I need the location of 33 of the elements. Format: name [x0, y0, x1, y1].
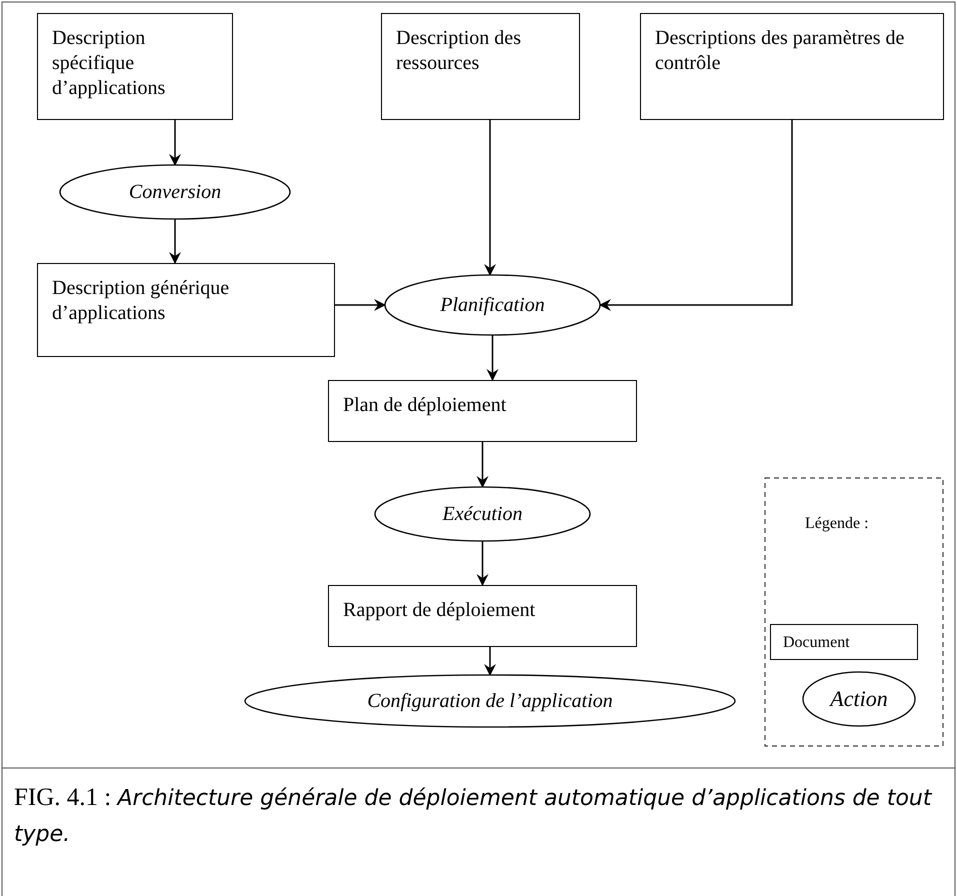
- document-label: Description des ressources: [396, 27, 521, 74]
- arrow: [476, 541, 488, 586]
- arrow: [169, 219, 181, 264]
- legend-label: Action: [830, 685, 888, 713]
- action-label: Configuration de l’application: [367, 688, 613, 714]
- action-label: Exécution: [442, 502, 522, 526]
- arrow: [476, 442, 488, 488]
- document-box: [328, 585, 637, 647]
- document-box: [640, 13, 944, 120]
- arrow: [484, 647, 496, 676]
- document-box: [37, 13, 233, 120]
- arrow: [335, 299, 386, 311]
- document-box: [381, 13, 580, 120]
- arrow: [169, 120, 181, 166]
- figure-caption: FIG. 4.1 : Architecture générale de déploiement automatique d’applications de tout type.: [14, 783, 934, 850]
- document-label: Description générique d’applications: [52, 277, 230, 324]
- action-ellipse: [385, 275, 600, 335]
- document-label: Plan de déploiement: [343, 394, 506, 416]
- legend-title: Légende :: [805, 515, 869, 533]
- document-label: Rapport de déploiement: [343, 599, 536, 621]
- legend-label: Document: [783, 634, 850, 651]
- action-ellipse: [245, 675, 735, 727]
- action-label: Planification: [440, 292, 545, 318]
- action-label: Conversion: [128, 180, 222, 204]
- document-box: [328, 380, 637, 442]
- document-label: Description spécifique d’applications: [52, 27, 166, 99]
- arrow: [484, 120, 496, 276]
- arrow: [599, 120, 793, 311]
- document-box: [37, 263, 335, 357]
- arrow: [486, 335, 498, 381]
- action-ellipse: [375, 487, 590, 541]
- action-ellipse: [60, 165, 290, 219]
- document-label: Descriptions des paramètres de contrôle: [655, 27, 904, 74]
